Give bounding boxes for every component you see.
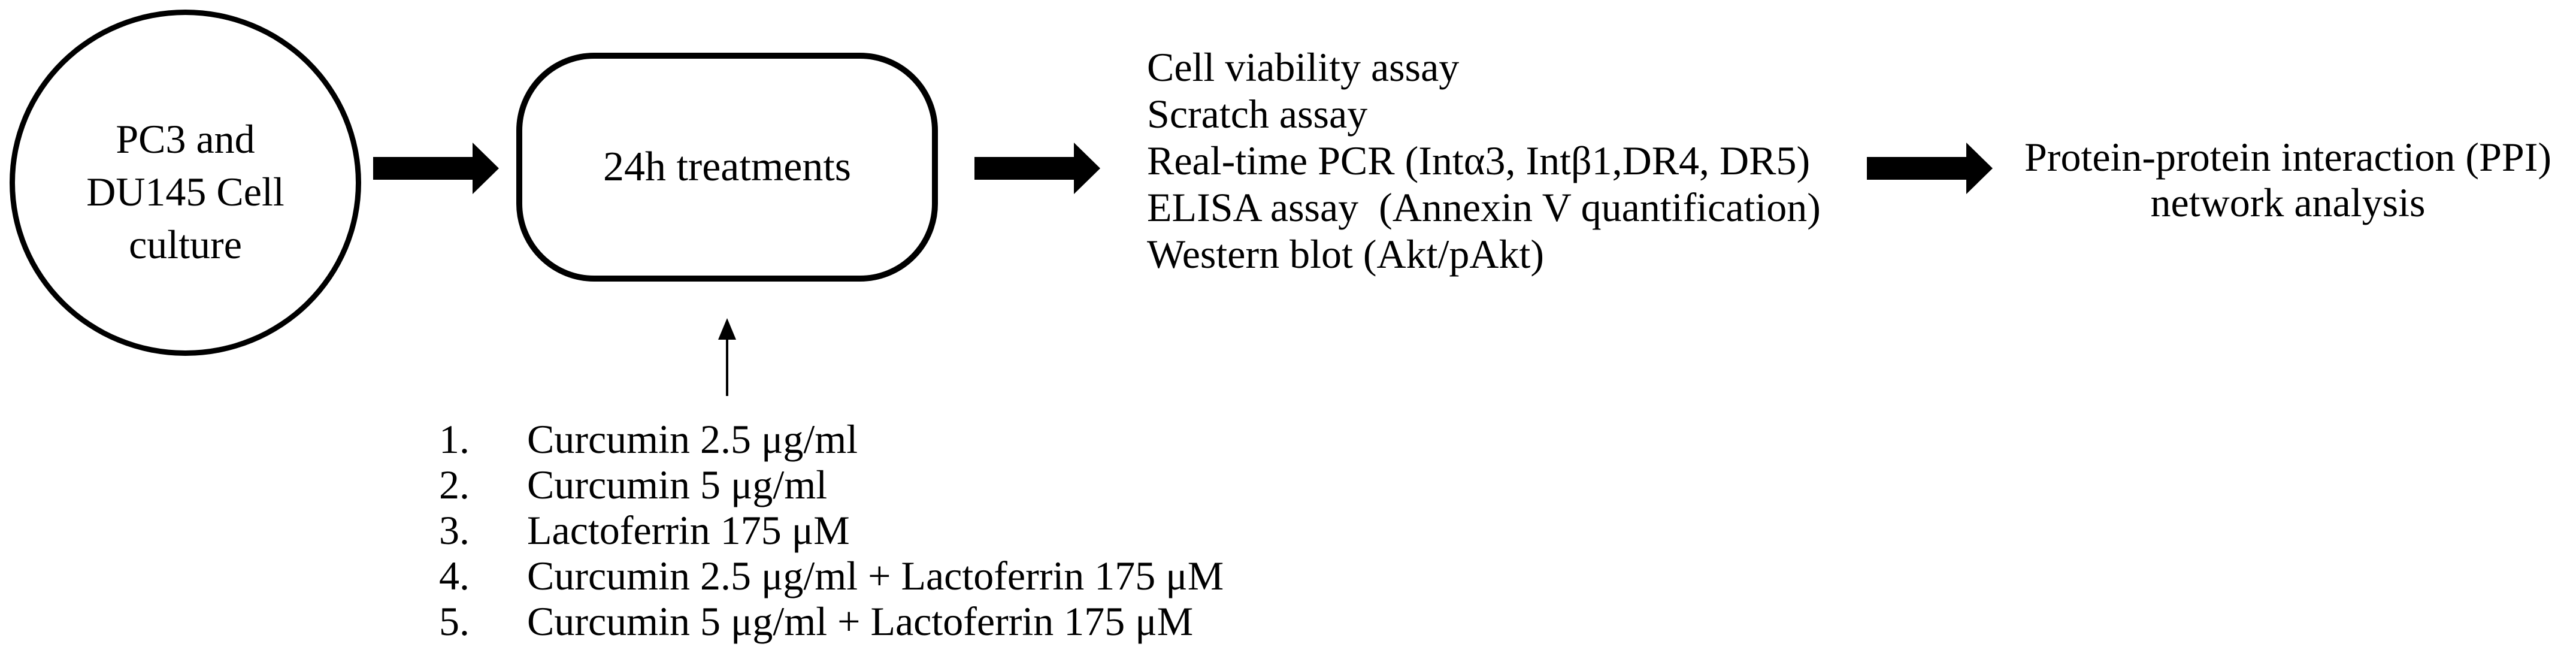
ppi-analysis-label: Protein-protein interaction (PPI) networ…	[1988, 134, 2576, 225]
treatment-label: Curcumin 5 μg/ml	[527, 462, 828, 507]
treatment-row: 2. Curcumin 5 μg/ml	[439, 462, 1224, 507]
arrow-right-icon	[1867, 143, 1993, 194]
arrow-right-icon	[974, 143, 1100, 194]
node-24h-treatments: 24h treatments	[516, 53, 938, 282]
node-24h-treatments-label: 24h treatments	[603, 144, 852, 190]
assay-item: Western blot (Akt/pAkt)	[1147, 231, 1545, 277]
treatment-label: Curcumin 2.5 μg/ml	[527, 416, 858, 462]
assay-item: Cell viability assay	[1147, 44, 1460, 90]
arrow-right-shape	[1867, 143, 1993, 194]
arrow-right-shape	[974, 143, 1100, 194]
ppi-analysis-line-2: network analysis	[2150, 180, 2426, 225]
arrow-right-icon	[373, 143, 499, 194]
arrow-up-stem	[726, 336, 728, 396]
arrow-up-head	[718, 318, 736, 340]
treatment-label: Curcumin 2.5 μg/ml + Lactoferrin 175 μM	[527, 553, 1224, 598]
node-cell-culture-line-3: culture	[129, 222, 242, 267]
node-cell-culture-line-2: DU145 Cell	[86, 169, 284, 214]
assay-list: Cell viability assay Scratch assay Real-…	[1147, 44, 1821, 277]
assay-item: ELISA assay (Annexin V quantification)	[1147, 185, 1821, 230]
treatment-number: 4.	[439, 553, 470, 598]
arrow-right-shape	[373, 143, 499, 194]
node-cell-culture-line-1: PC3 and	[116, 116, 255, 162]
treatment-label: Lactoferrin 175 μM	[527, 507, 850, 553]
treatment-row: 1. Curcumin 2.5 μg/ml	[439, 416, 1224, 462]
treatment-number: 2.	[439, 462, 470, 507]
treatment-number: 3.	[439, 507, 470, 553]
arrow-up-icon	[716, 318, 738, 397]
treatment-number: 5.	[439, 598, 470, 644]
assay-item: Scratch assay	[1147, 91, 1368, 137]
treatment-row: 4. Curcumin 2.5 μg/ml + Lactoferrin 175 …	[439, 553, 1224, 598]
treatment-label: Curcumin 5 μg/ml + Lactoferrin 175 μM	[527, 598, 1194, 644]
node-cell-culture: PC3 and DU145 Cell culture	[10, 10, 361, 356]
assay-item: Real-time PCR (Intα3, Intβ1,DR4, DR5)	[1147, 138, 1811, 183]
treatment-row: 5. Curcumin 5 μg/ml + Lactoferrin 175 μM	[439, 598, 1224, 644]
treatment-row: 3. Lactoferrin 175 μM	[439, 507, 1224, 553]
treatment-list: 1. Curcumin 2.5 μg/ml 2. Curcumin 5 μg/m…	[439, 416, 1224, 644]
treatment-number: 1.	[439, 416, 470, 462]
ppi-analysis-line-1: Protein-protein interaction (PPI)	[2024, 134, 2551, 180]
